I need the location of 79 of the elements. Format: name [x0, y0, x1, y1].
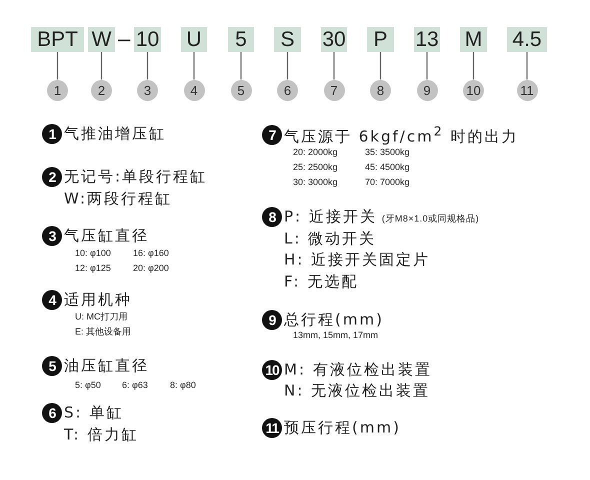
leader-line: [100, 52, 102, 80]
number-badge: 9: [262, 310, 282, 330]
number-circle: 10: [463, 80, 484, 100]
option-text: 8: φ80: [170, 380, 196, 390]
number-badge: 2: [42, 167, 62, 187]
number-circle: 4: [184, 80, 204, 100]
item-text: 气压源于 6kgf/cm$^{2}$ 时的出力: [284, 124, 518, 146]
option-text: 25: 2500kg: [293, 162, 338, 172]
leader-line: [193, 52, 195, 80]
item-text: 适用机种: [64, 290, 132, 310]
option-text: 10: φ100: [75, 248, 111, 258]
option-text: 30: 3000kg: [293, 177, 338, 187]
leader-line: [526, 52, 528, 80]
item-text: 预压行程(mm): [284, 418, 401, 438]
code-box: 13: [414, 27, 440, 52]
number-badge: 7: [262, 125, 282, 145]
number-circle: 3: [137, 80, 158, 100]
option-text: 16: φ160: [133, 248, 169, 258]
code-box: 4.5: [507, 27, 547, 52]
option-text: 35: 3500kg: [365, 147, 410, 157]
option-text: 20: φ200: [133, 263, 169, 273]
item-text: L: 微动开关: [284, 230, 376, 248]
option-text: (牙M8×1.0或同规格品): [382, 212, 480, 226]
option-text: 45: 4500kg: [365, 162, 410, 172]
leader-line: [380, 52, 382, 80]
code-box: S: [274, 27, 301, 52]
dash-sign: –: [118, 26, 130, 52]
item-text: N: 无液位检出装置: [284, 382, 430, 400]
code-box: 30: [321, 27, 347, 52]
item-text: W:两段行程缸: [64, 190, 172, 208]
code-box: U: [181, 27, 207, 52]
option-text: 70: 7000kg: [365, 177, 410, 187]
number-badge: 4: [42, 290, 62, 310]
number-badge: 6: [42, 403, 62, 423]
item-text: 气推油增压缸: [64, 124, 166, 144]
item-text: S: 单缸: [64, 404, 124, 422]
number-circle: 6: [277, 80, 298, 100]
number-circle: 9: [416, 80, 438, 100]
number-badge: 10: [262, 360, 282, 380]
number-badge: 11: [262, 418, 282, 438]
item-text: 气压缸直径: [64, 226, 149, 246]
option-text: 12: φ125: [75, 263, 111, 273]
leader-line: [56, 52, 58, 80]
leader-line: [286, 52, 288, 80]
option-text: E: 其他设备用: [75, 326, 132, 338]
number-circle: 7: [324, 80, 344, 100]
item-text: 油压缸直径: [64, 356, 149, 376]
option-text: 5: φ50: [75, 380, 101, 390]
number-circle: 2: [91, 80, 112, 100]
code-box: P: [367, 27, 394, 52]
item-text: T: 倍力缸: [64, 426, 138, 444]
item-text: M: 有液位检出装置: [284, 360, 432, 380]
number-badge: 5: [42, 356, 62, 376]
code-box: 10: [134, 27, 161, 52]
code-box: BPT: [31, 27, 84, 52]
leader-line: [426, 52, 428, 80]
leader-line: [472, 52, 474, 80]
leader-line: [146, 52, 148, 80]
item-text: P: 近接开关: [284, 208, 377, 226]
code-box: W: [88, 27, 115, 52]
number-badge: 3: [42, 226, 62, 246]
number-circle: 1: [47, 80, 68, 100]
number-circle: 8: [370, 80, 391, 100]
leader-line: [240, 52, 242, 80]
code-box: 5: [228, 27, 254, 52]
number-circle: 11: [516, 80, 538, 100]
option-text: 20: 2000kg: [293, 147, 338, 157]
option-text: U: MC打刀用: [75, 310, 128, 324]
option-text: 6: φ63: [122, 380, 148, 390]
item-text: F: 无选配: [284, 272, 358, 292]
item-text: H: 近接开关固定片: [284, 250, 430, 270]
item-text: 总行程(mm): [284, 310, 384, 330]
code-box: M: [460, 27, 487, 52]
option-text: 13mm, 15mm, 17mm: [293, 330, 378, 340]
number-circle: 5: [230, 80, 252, 100]
number-badge: 1: [42, 124, 62, 144]
item-text: 无记号:单段行程缸: [64, 168, 208, 186]
leader-line: [333, 52, 335, 80]
number-badge: 8: [262, 207, 282, 227]
